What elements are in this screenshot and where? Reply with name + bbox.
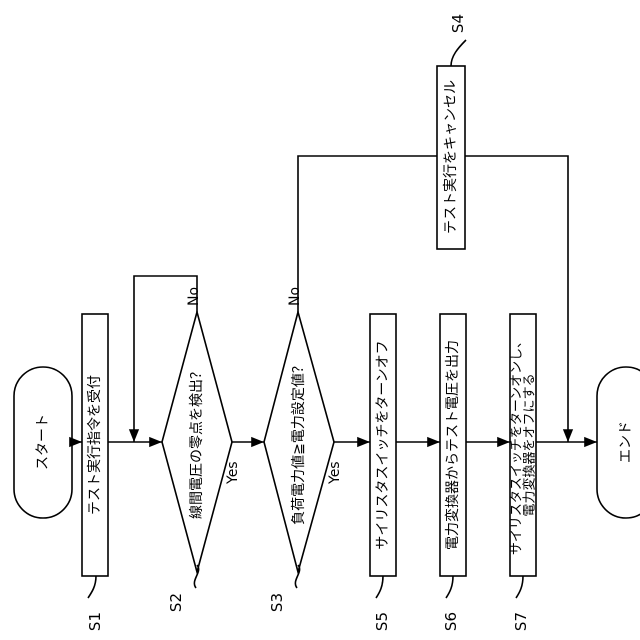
step-s6-id: S6: [442, 612, 460, 631]
step-s4-text: テスト実行をキャンセル: [443, 80, 459, 234]
step-s4-id: S4: [449, 14, 467, 33]
step-s5-text: サイリスタスイッチをターンオフ: [375, 340, 391, 549]
s7-leader: [516, 576, 523, 598]
step-s2-text: 線間電圧の零点を検出？: [189, 365, 205, 519]
step-s2-id: S2: [167, 593, 185, 612]
step-s4-box: テスト実行をキャンセル: [437, 66, 465, 249]
step-s7-text-line2: 電力変換器をオフにする: [522, 373, 538, 516]
s2-yes-label: Yes: [225, 461, 241, 485]
s3-no-label: No: [287, 287, 303, 306]
step-s3-text: 負荷電力値≧電力設定値？: [291, 359, 307, 525]
step-s2-decision: 線間電圧の零点を検出？: [162, 312, 232, 572]
step-s7-id: S7: [512, 612, 530, 631]
s2-no-label: No: [186, 287, 202, 306]
s3-yes-label: Yes: [327, 461, 343, 485]
start-label: スタート: [35, 414, 51, 470]
step-s5-id: S5: [373, 612, 391, 631]
s5-leader: [376, 576, 383, 598]
s1-leader: [88, 576, 96, 598]
step-s7-box: サイリスタスイッチをターンオンし、 電力変換器をオフにする: [510, 314, 538, 576]
step-s3-id: S3: [268, 593, 286, 612]
step-s3-decision: 負荷電力値≧電力設定値？: [264, 312, 334, 572]
step-s6-text: 電力変換器からテスト電圧を出力: [444, 340, 461, 550]
step-s5-box: サイリスタスイッチをターンオフ: [370, 314, 396, 576]
start-terminal: スタート: [14, 367, 72, 518]
end-terminal: エンド: [597, 367, 640, 518]
step-s1-box: テスト実行指令を受付: [82, 314, 108, 576]
s4-leader: [451, 40, 466, 66]
step-s1-id: S1: [86, 612, 104, 631]
step-s1-text: テスト実行指令を受付: [87, 375, 103, 515]
step-s6-box: 電力変換器からテスト電圧を出力: [440, 314, 466, 576]
s6-leader: [446, 576, 453, 598]
end-label: エンド: [618, 421, 634, 463]
